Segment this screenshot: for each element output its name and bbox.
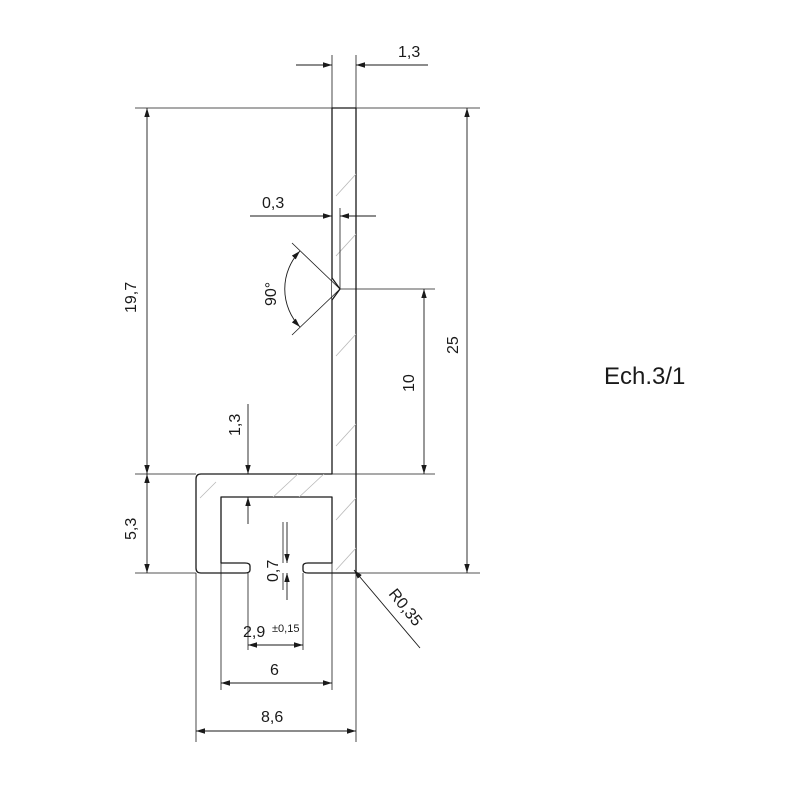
dim-inner-width: 6 — [270, 662, 279, 679]
profile-section — [195, 107, 357, 574]
dim-outer-width: 8,6 — [261, 709, 283, 726]
dim-radius: R0,35 — [385, 586, 425, 630]
dimension-lines — [144, 62, 470, 734]
section-hatching — [199, 173, 356, 571]
scale-label: Ech.3/1 — [604, 363, 685, 390]
extension-lines — [135, 55, 480, 742]
dim-upper-height: 19,7 — [123, 282, 140, 313]
dim-notch-height: 10 — [401, 374, 418, 392]
dim-slot-gap: 0,7 — [265, 560, 282, 582]
dim-wall-thickness-top: 1,3 — [398, 44, 420, 61]
dim-lip-thickness: 1,3 — [227, 414, 244, 436]
dim-angle: 90° — [263, 282, 280, 306]
dim-slot-tolerance: ±0,15 — [272, 623, 299, 635]
dim-total-height: 25 — [445, 336, 462, 354]
dimension-labels: 1,3 0,3 90° 19,7 10 25 1,3 5,3 0,7 2,9 ±… — [123, 44, 462, 726]
dim-slot-width: 2,9 — [243, 624, 265, 641]
dim-base-height: 5,3 — [123, 518, 140, 540]
dim-notch-depth: 0,3 — [262, 195, 284, 212]
profile-outline — [195, 107, 357, 574]
